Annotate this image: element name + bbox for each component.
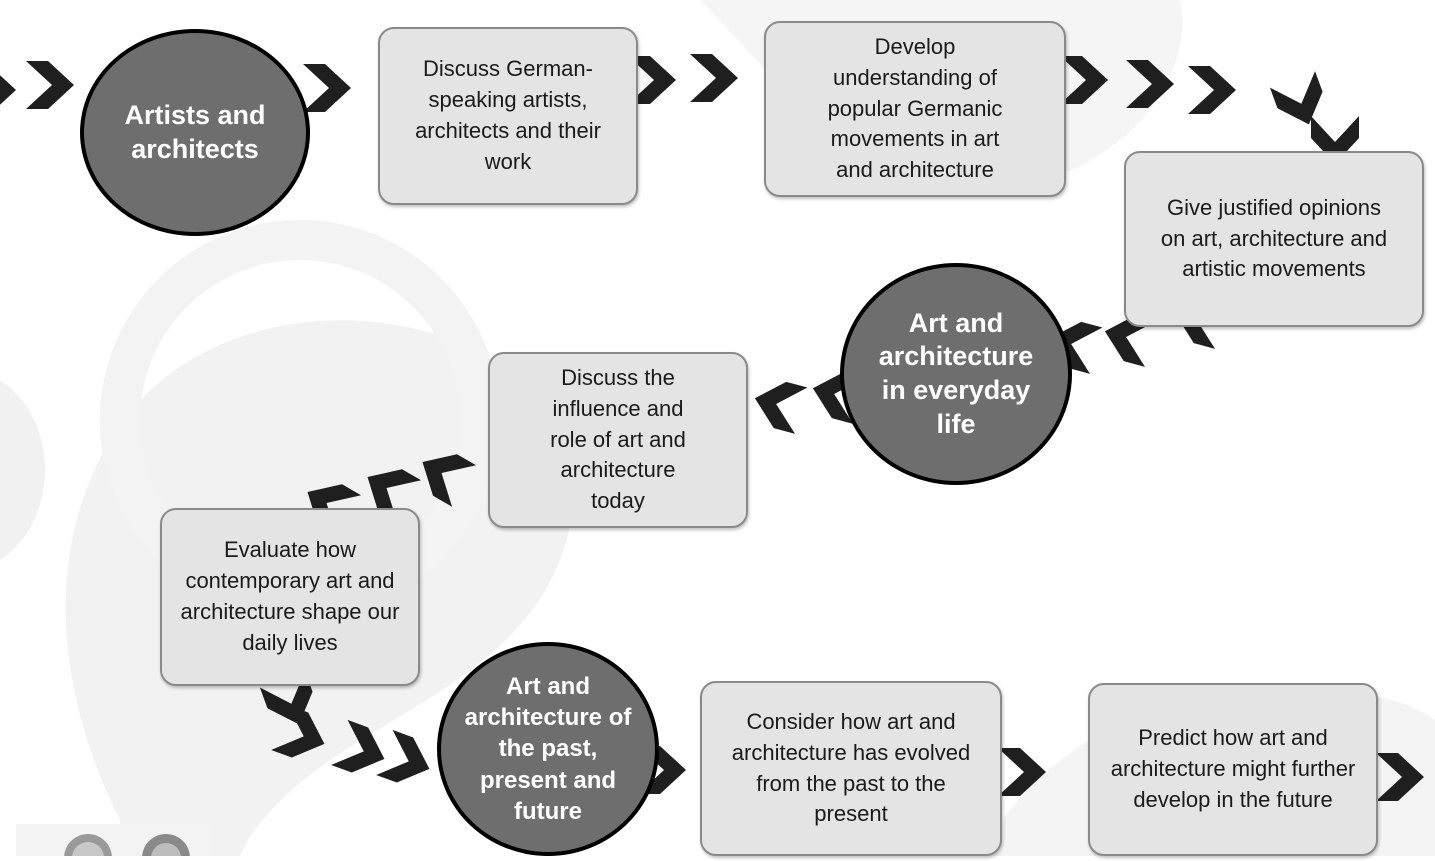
- chevron-arrow-icon: [1060, 56, 1108, 104]
- chevron-arrow-icon: [1376, 753, 1424, 801]
- stage-label: Art and architecture in everyday life: [878, 307, 1034, 439]
- stage-circle-everyday-life: Art and architecture in everyday life: [840, 263, 1072, 485]
- chevron-arrow-icon: [1269, 71, 1323, 125]
- step-label: Predict how art and architecture might f…: [1110, 725, 1356, 812]
- chevron-arrow-icon: [331, 719, 385, 773]
- chevron-arrow-icon: [754, 381, 808, 434]
- chevron-arrow-icon: [628, 56, 676, 104]
- chevron-arrow-icon: [690, 54, 738, 102]
- chevron-arrow-icon: [1104, 314, 1158, 367]
- stage-circle-past-present-future: Art and architecture of the past, presen…: [437, 642, 659, 856]
- step-box-contemporary-daily-lives: Evaluate how contemporary art and archit…: [160, 508, 420, 686]
- stage-label: Artists and architects: [124, 99, 266, 164]
- chevron-arrow-icon: [271, 704, 325, 758]
- chevron-arrow-icon: [1126, 60, 1174, 108]
- step-box-influence-today: Discuss the influence and role of art an…: [488, 352, 748, 528]
- step-label: Consider how art and architecture has ev…: [731, 708, 971, 827]
- chevron-arrow-icon: [1188, 66, 1236, 114]
- step-box-evolved-past-present: Consider how art and architecture has ev…: [700, 681, 1002, 856]
- stage-label: Art and architecture of the past, presen…: [464, 673, 632, 825]
- chevron-arrow-icon: [998, 748, 1046, 796]
- chevron-arrow-icon: [422, 454, 477, 507]
- chevron-arrow-icon: [303, 64, 351, 112]
- step-box-germanic-movements: Develop understanding of popular Germani…: [764, 21, 1066, 197]
- chevron-arrow-icon: [26, 61, 74, 109]
- stage-circle-artists: Artists and architects: [80, 29, 310, 236]
- step-box-predict-future: Predict how art and architecture might f…: [1088, 683, 1378, 856]
- chevron-arrow-icon: [0, 75, 16, 105]
- chevron-arrow-icon: [812, 371, 866, 424]
- step-label: Discuss the influence and role of art an…: [550, 365, 686, 514]
- chevron-arrow-icon: [376, 729, 430, 783]
- step-label: Evaluate how contemporary art and archit…: [180, 537, 400, 655]
- step-box-discuss-artists: Discuss German-speaking artists, archite…: [378, 27, 638, 205]
- step-label: Discuss German-speaking artists, archite…: [415, 56, 601, 174]
- step-box-justified-opinions: Give justified opinions on art, architec…: [1124, 151, 1424, 327]
- logo-fragment: [16, 824, 212, 861]
- chevron-arrow-icon: [638, 746, 686, 794]
- step-label: Develop understanding of popular Germani…: [827, 34, 1003, 183]
- step-label: Give justified opinions on art, architec…: [1160, 194, 1388, 282]
